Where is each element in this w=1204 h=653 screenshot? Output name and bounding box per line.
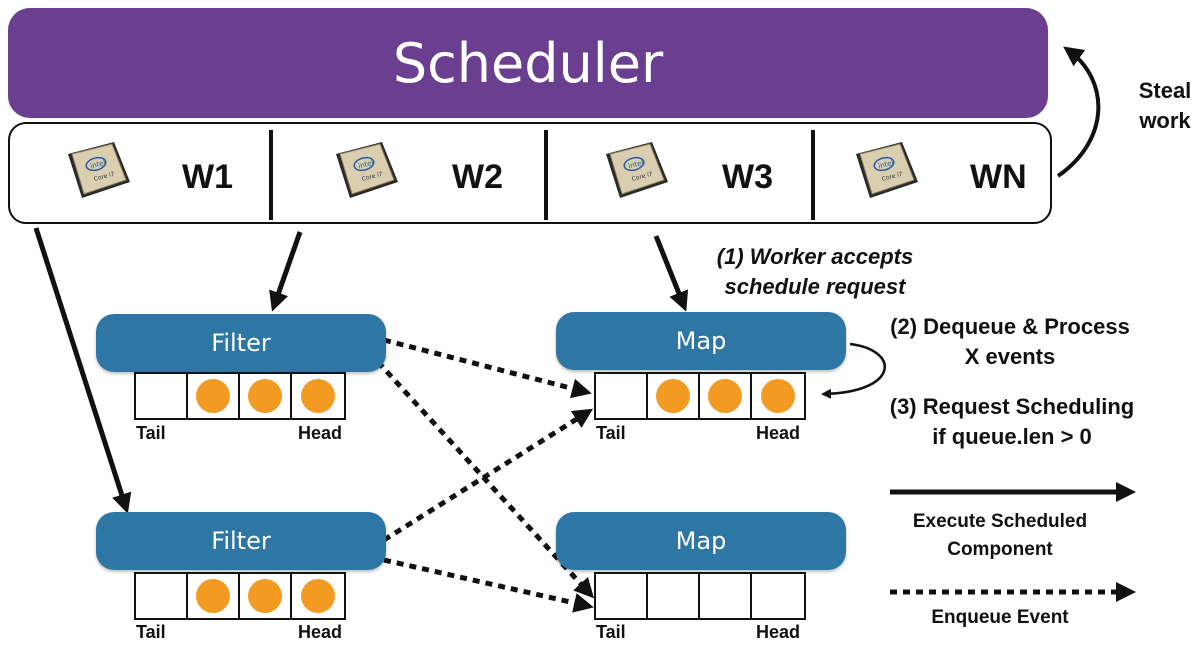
event-dot — [248, 379, 282, 413]
queue-slot — [136, 574, 188, 618]
filter-component-top: Filter — [96, 314, 386, 372]
filter-component-bottom: Filter — [96, 512, 386, 570]
queue-slot — [136, 374, 188, 418]
queue-head-label: Head — [298, 622, 343, 642]
worker-pool: intel Core i7 W1 intel Core i7 W2 intel … — [8, 122, 1052, 224]
legend-solid-line1: Execute Scheduled — [912, 511, 1088, 532]
worker-divider — [544, 130, 548, 220]
queue-slot — [648, 374, 700, 418]
queue-head-label: Head — [756, 423, 801, 443]
queue-tail-label: Tail — [596, 423, 626, 443]
event-queue — [134, 572, 346, 620]
queue-slot — [700, 574, 752, 618]
step3-annotation: (3) Request Scheduling if queue.len > 0 — [862, 392, 1162, 452]
cpu-chip-icon: intel Core i7 — [336, 142, 398, 198]
event-dot — [761, 379, 795, 413]
legend-solid-label: Execute Scheduled Component — [880, 508, 1120, 564]
cpu-chip-icon: intel Core i7 — [606, 142, 668, 198]
step1-annotation: (1) Worker accepts schedule request — [690, 242, 940, 302]
step1-line2: schedule request — [724, 274, 906, 299]
scheduler-bar: Scheduler — [8, 8, 1048, 118]
queue-slot — [292, 374, 344, 418]
worker-label-w1: W1 — [182, 158, 233, 196]
dequeue-loop-arrow — [821, 342, 886, 399]
queue-slot — [752, 574, 804, 618]
enqueue-arrow — [383, 557, 594, 613]
worker-label-w3: W3 — [722, 158, 773, 196]
worker-divider — [811, 130, 815, 220]
event-queue — [594, 372, 806, 420]
queue-slot — [240, 374, 292, 418]
worker-label-wn: WN — [970, 158, 1027, 196]
schedule-arrow-w1 — [33, 227, 132, 514]
step2-annotation: (2) Dequeue & Process X events — [860, 312, 1160, 372]
queue-slot — [648, 574, 700, 618]
legend-dotted-label: Enqueue Event — [931, 607, 1069, 628]
svg-text:intel: intel — [357, 159, 374, 171]
queue-slot — [752, 374, 804, 418]
cpu-chip-icon: intel Core i7 — [856, 142, 918, 198]
step3-line2: if queue.len > 0 — [932, 424, 1092, 449]
svg-text:intel: intel — [877, 159, 894, 171]
event-dot — [196, 379, 230, 413]
enqueue-arrow — [383, 337, 592, 399]
svg-text:intel: intel — [627, 159, 644, 171]
event-queue — [134, 372, 346, 420]
steal-work-line1: Steal — [1138, 78, 1192, 103]
queue-slot — [596, 574, 648, 618]
queue-head-label: Head — [756, 622, 801, 642]
event-dot — [656, 379, 690, 413]
schedule-arrow-w3 — [653, 235, 689, 312]
steal-work-label: Steal work — [1130, 76, 1200, 136]
step1-line1: (1) Worker accepts — [716, 244, 914, 269]
queue-slot — [240, 574, 292, 618]
queue-head-label: Head — [298, 423, 343, 443]
worker-divider — [269, 130, 273, 220]
event-dot — [708, 379, 742, 413]
queue-slot — [700, 374, 752, 418]
event-dot — [301, 579, 335, 613]
map-component-bottom: Map — [556, 512, 846, 570]
step2-line1: (2) Dequeue & Process — [890, 314, 1130, 339]
scheduler-title: Scheduler — [392, 31, 664, 95]
queue-tail-label: Tail — [136, 622, 166, 642]
queue-tail-label: Tail — [136, 423, 166, 443]
schedule-arrow-w2 — [269, 231, 303, 312]
event-queue — [594, 572, 806, 620]
legend-solid-line2: Component — [947, 539, 1053, 560]
enqueue-arrow — [382, 408, 594, 543]
worker-label-w2: W2 — [452, 158, 503, 196]
queue-tail-label: Tail — [596, 622, 626, 642]
map-label: Map — [675, 327, 727, 355]
queue-slot — [292, 574, 344, 618]
filter-label: Filter — [211, 329, 271, 357]
event-dot — [301, 379, 335, 413]
svg-text:intel: intel — [89, 159, 106, 171]
queue-slot — [596, 374, 648, 418]
steal-work-line2: work — [1139, 108, 1191, 133]
step3-line1: (3) Request Scheduling — [889, 394, 1135, 419]
event-dot — [196, 579, 230, 613]
queue-slot — [188, 374, 240, 418]
cpu-chip-icon: intel Core i7 — [68, 142, 130, 198]
filter-label: Filter — [211, 527, 271, 555]
map-label: Map — [675, 527, 727, 555]
queue-slot — [188, 574, 240, 618]
map-component-top: Map — [556, 312, 846, 370]
steal-work-arrow — [1056, 46, 1101, 178]
step2-line2: X events — [964, 344, 1056, 369]
event-dot — [248, 579, 282, 613]
